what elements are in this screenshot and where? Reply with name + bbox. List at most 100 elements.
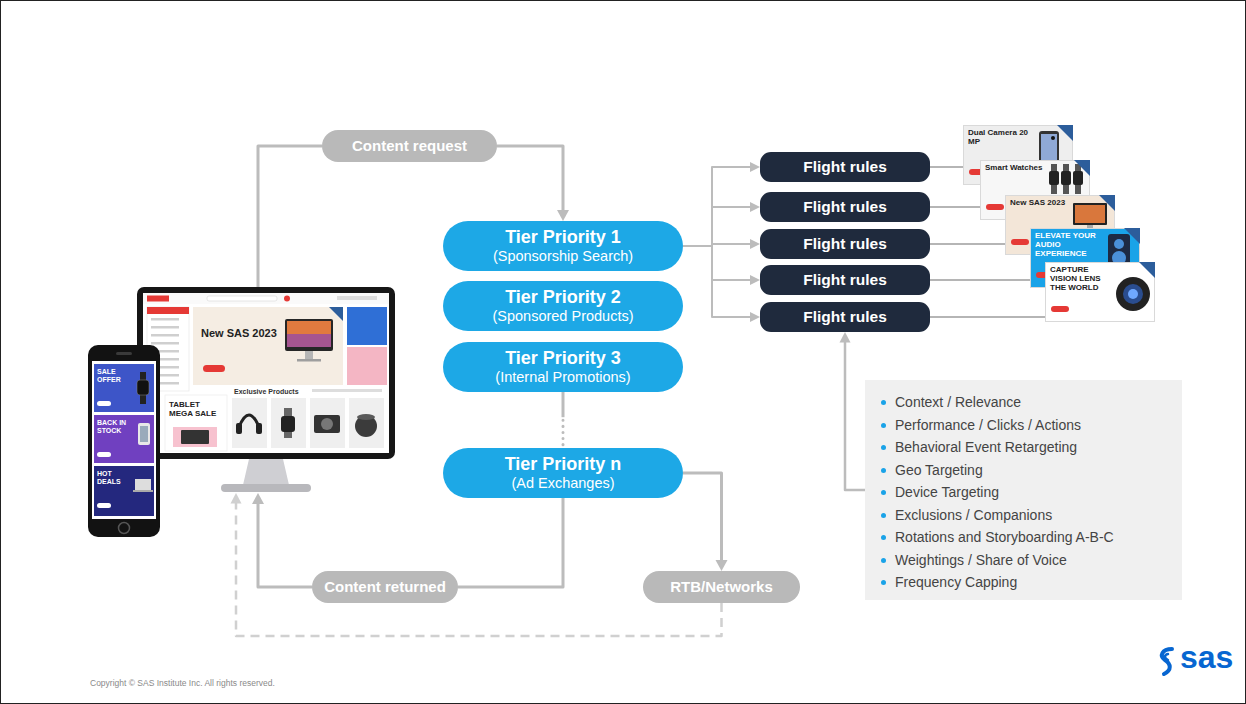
connector-line [258,502,312,587]
logo-swirl-stroke [1162,649,1172,674]
promo-text: SALE OFFER [97,368,133,384]
connector [458,498,563,587]
criteria-item: Device Targeting [895,481,1172,504]
flight-rules-box: Flight rules [760,265,930,295]
hero-banner [193,307,343,385]
connector [930,167,963,168]
connector [930,317,1045,318]
phone-picture [1041,134,1057,164]
grey-pill: Content returned [312,571,458,603]
screen-text: Exclusive Products [234,388,306,396]
connector-line [683,246,752,317]
product-thumbnail [310,398,345,448]
grey-pill: RTB/Networks [643,571,800,603]
box-subtitle: (Sponsorship Search) [493,248,633,265]
connector [683,246,760,285]
connector-line [930,206,980,208]
box-title: Flight rules [803,308,887,327]
ad-headline: New SAS 2023 [1010,199,1072,208]
box-subtitle: (Internal Promotions) [495,369,630,386]
promo-button [97,503,111,508]
connector [563,392,564,448]
box-title: Flight rules [803,235,887,254]
promo-text: HOT DEALS [97,470,133,486]
connector [683,162,760,246]
connector [497,146,569,221]
bullet-dot [881,535,886,540]
phone-icon [140,426,148,442]
connector-line [930,279,1030,281]
header-links [337,296,377,300]
watch-icon [137,380,149,395]
connector-line [683,473,722,562]
arrowhead [252,493,264,504]
criteria-item: Exclusions / Companions [895,504,1172,527]
monitor-screen [143,293,389,453]
arrowhead [840,332,851,343]
corner-ribbon [1124,228,1140,244]
connector [683,202,760,246]
ad-creative-card: CAPTURE VISION LENS THE WORLD [1045,262,1155,322]
grey-pill: Content request [322,130,497,162]
connector [258,146,322,287]
phone-icon [138,423,150,445]
connector-line [258,146,322,287]
screen-text: TABLET MEGA SALE [169,400,223,418]
arrowhead [557,210,569,221]
smartphone: SALE OFFERBACK IN STOCKHOT DEALS [88,345,160,537]
monitor-bezel [137,287,395,459]
connector-line [683,207,752,246]
criteria-item: Context / Relevance [895,391,1172,414]
speaker-icon [357,414,375,420]
sidebar-heading [147,307,189,314]
sidebar-item [151,334,179,337]
criteria-item: Rotations and Storyboarding A-B-C [895,526,1172,549]
box-subtitle: (Ad Exchanges) [511,475,614,492]
headphones-icon [236,423,242,434]
connector-line [458,498,563,587]
sidebar-item [151,342,179,345]
bullet-row: Weightings / Share of Voice [881,549,1172,572]
bullet-dot [881,468,886,473]
monitor-base [221,484,311,492]
tablet-promo-image [181,430,209,444]
watch-picture [1061,171,1071,185]
phone-speaker [116,352,132,355]
bullet-dot [881,445,886,450]
tablet-promo [165,395,227,451]
watch-picture [1073,171,1083,185]
criteria-item: Geo Targeting [895,459,1172,482]
arrowhead [750,275,760,285]
connector-line [683,246,752,280]
arrowhead [750,239,760,249]
speaker-picture [1114,239,1124,249]
ad-button [986,204,1004,210]
sidebar-item [151,326,179,329]
bullet-row: Behavioral Event Retargeting [881,436,1172,459]
connector [930,244,1005,245]
tier-priority-box: Tier Priority n(Ad Exchanges) [443,448,683,498]
product-thumbnail [271,398,306,448]
promo-button [97,401,111,406]
connector-line [497,146,563,212]
connector [683,473,728,571]
connector [840,332,866,490]
corner-ribbon [1074,160,1090,176]
banner-imac-screen [287,321,331,347]
criteria-item: Weightings / Share of Voice [895,549,1172,572]
bullet-dot [881,580,886,585]
ad-headline: Dual Camera 20 MP [968,129,1030,147]
arrowhead [750,202,760,212]
desktop-monitor: New SAS 2023TABLET MEGA SALE Exclusive Pr… [137,287,395,493]
banner-button [203,365,225,372]
box-title: RTB/Networks [670,578,773,596]
promo-tile [94,415,154,463]
sidebar-item [151,318,179,321]
bullet-row: Exclusions / Companions [881,504,1172,527]
connector-line [930,316,1045,318]
phone-screen [92,361,156,519]
screen-text: New SAS 2023 [201,327,285,340]
tier-priority-box: Tier Priority 1(Sponsorship Search) [443,221,683,271]
connector-line [845,341,865,491]
speaker-icon [355,415,377,437]
